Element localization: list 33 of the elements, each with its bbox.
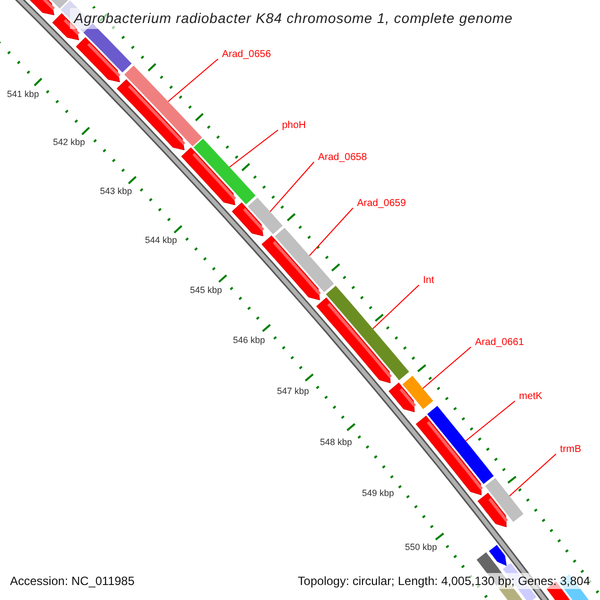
gene-bar	[194, 138, 256, 204]
gene-bar	[402, 376, 434, 410]
gene-bar	[274, 228, 334, 292]
gene-bar	[248, 198, 283, 234]
leader-line	[422, 346, 472, 389]
gene-bar	[485, 478, 524, 522]
gene-label: Arad_0659	[357, 198, 406, 210]
tick-label: 542 kbp	[53, 137, 86, 148]
tick-label: 549 kbp	[362, 488, 394, 499]
tick-label: 547 kbp	[277, 386, 310, 397]
leader-line	[508, 454, 556, 496]
leader-line	[270, 162, 314, 212]
gene-bar	[427, 406, 494, 484]
gene-bar	[326, 286, 410, 380]
tick-label: 543 kbp	[100, 186, 132, 197]
tick-label: 541 kbp	[7, 89, 40, 100]
gene-label: metK	[519, 391, 542, 403]
gene-label: Arad_0656	[222, 49, 271, 61]
gene-label: phoH	[282, 120, 306, 132]
tick-label: 544 kbp	[145, 235, 178, 246]
gene-label: Int	[423, 275, 434, 287]
leader-line	[372, 284, 420, 330]
tick-label: 545 kbp	[190, 285, 222, 296]
leader-line	[168, 58, 218, 102]
leader-line	[228, 130, 278, 168]
gene-label: Arad_0661	[475, 337, 524, 349]
tick-label: 548 kbp	[320, 437, 352, 448]
gene-bar	[124, 66, 202, 146]
tick-label: 550 kbp	[405, 542, 438, 553]
tick-label: 546 kbp	[233, 335, 266, 346]
leader-line	[308, 208, 354, 256]
gene-label: trmB	[560, 444, 582, 456]
gene-label: Arad_0658	[318, 152, 367, 164]
